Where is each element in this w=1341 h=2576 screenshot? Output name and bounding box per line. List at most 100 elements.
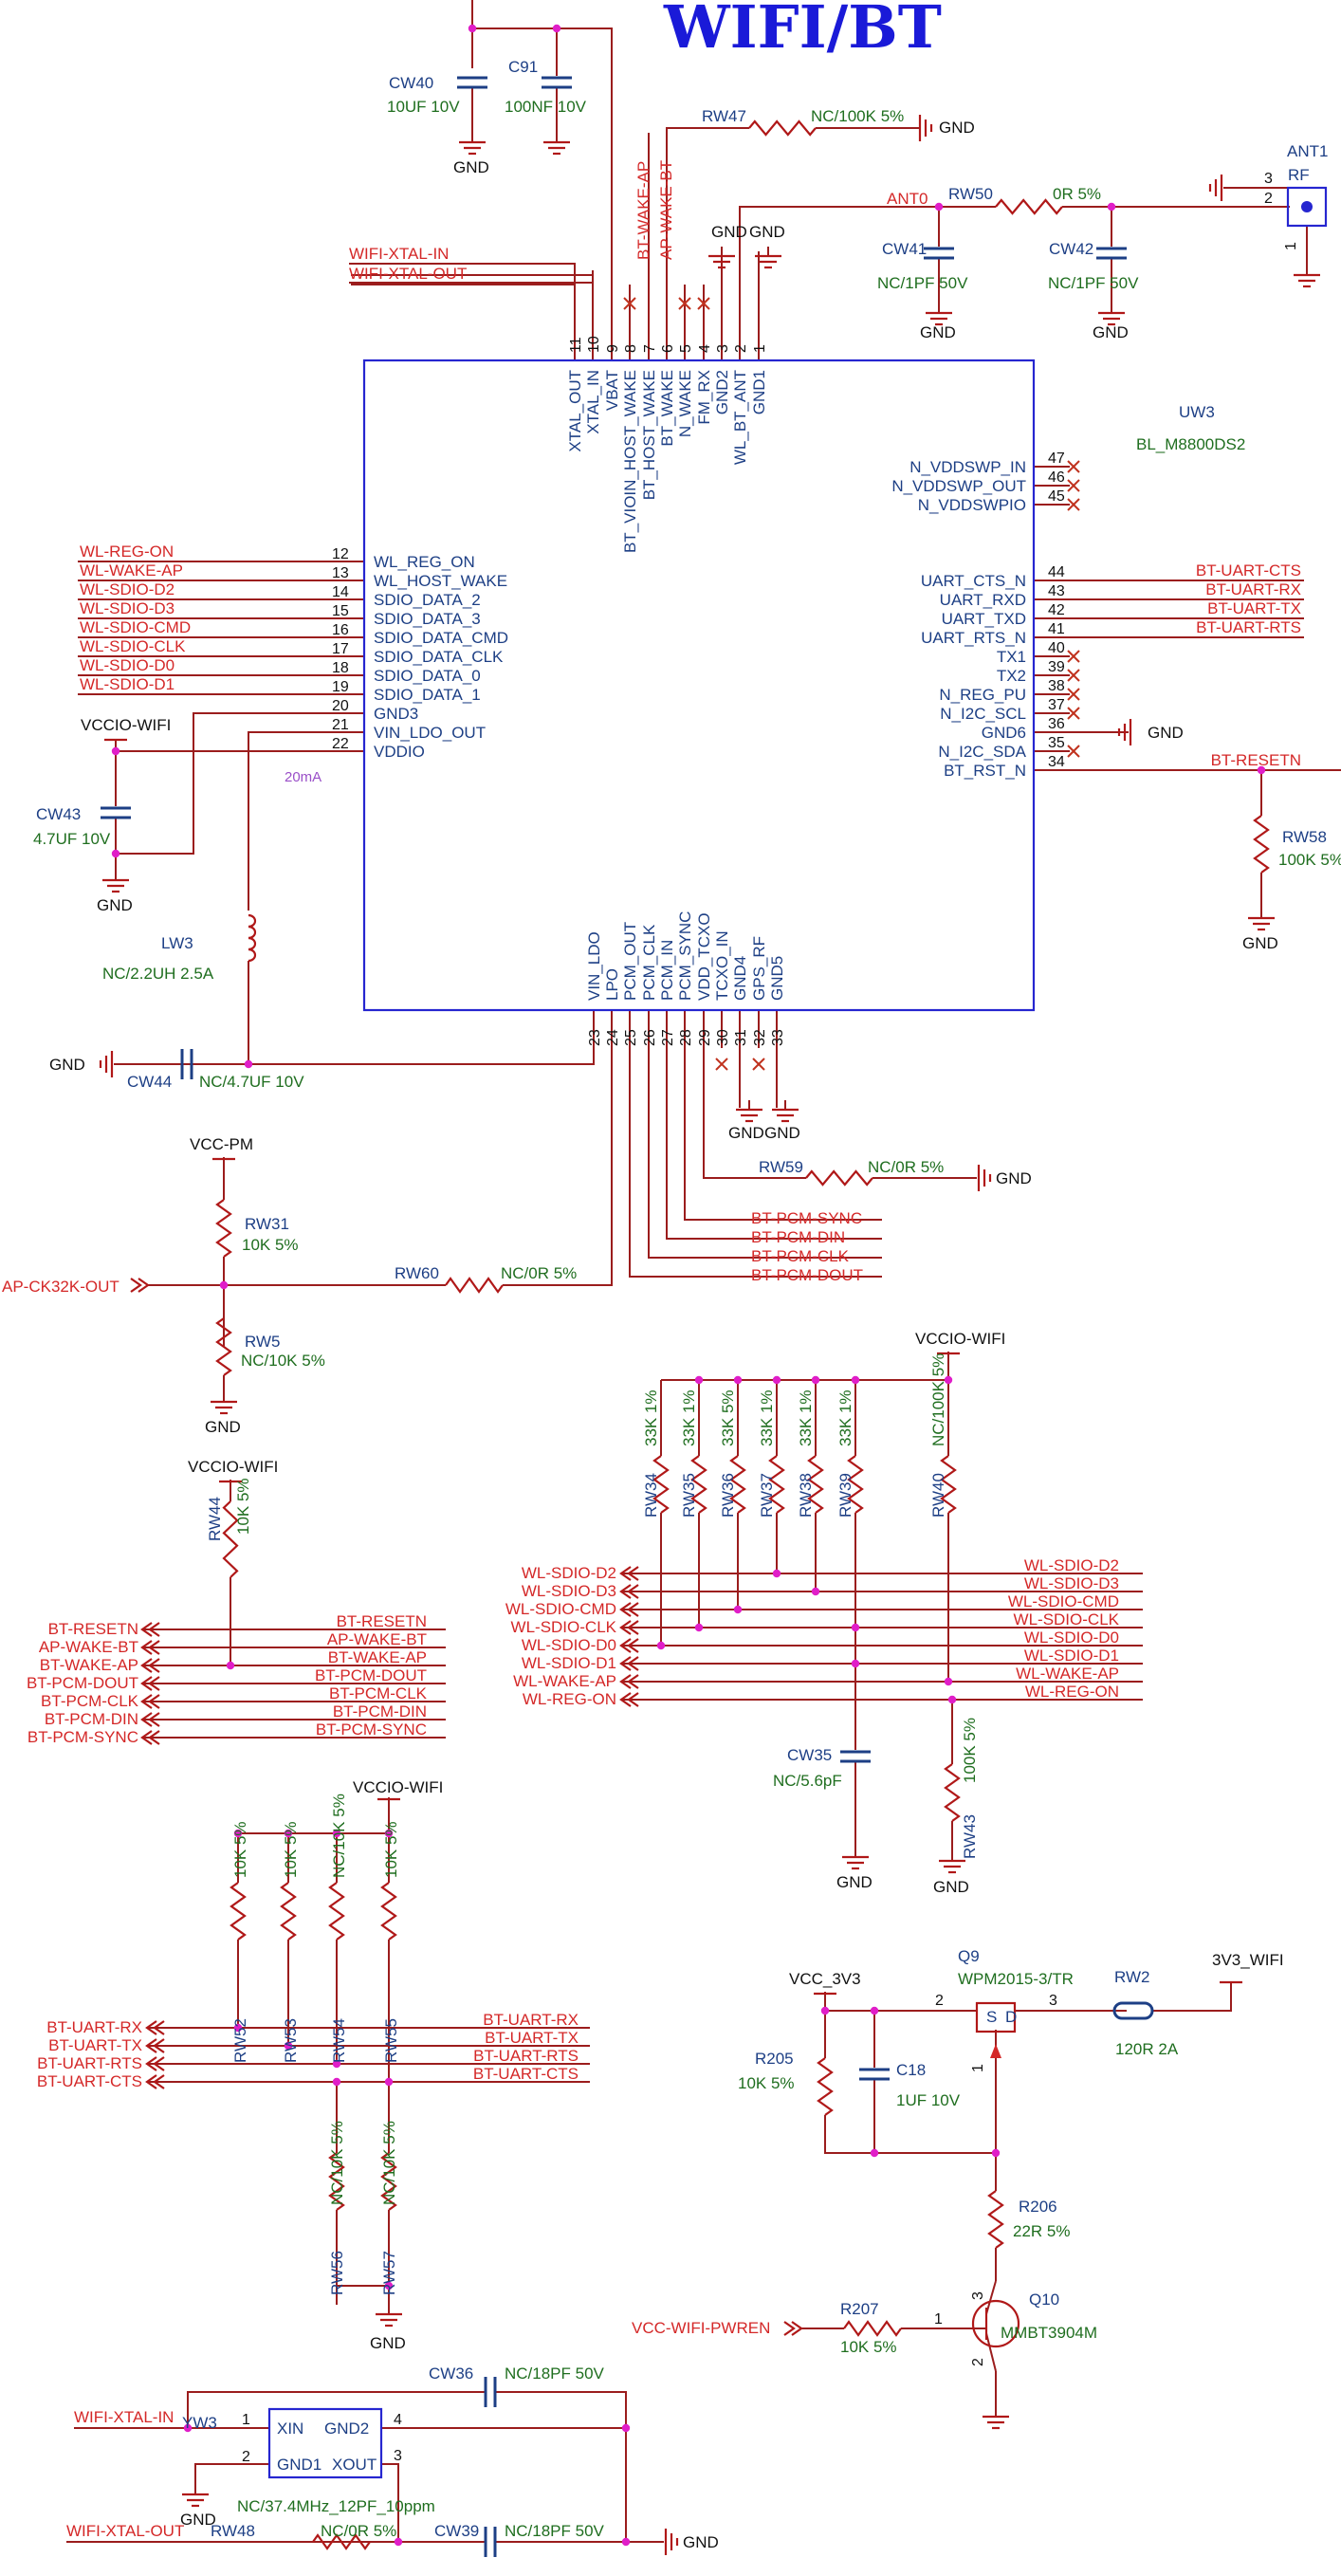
uw3-bottom-pin-num: 25 xyxy=(623,1029,639,1046)
port-wl-sdio-d3: WL-SDIO-D3 xyxy=(522,1582,616,1600)
junction-dot xyxy=(694,1623,704,1632)
uw3-right-pin-num: 38 xyxy=(1048,678,1065,694)
rw58-resistor xyxy=(1253,815,1270,874)
sheet-title: WIFI/BT xyxy=(663,0,942,62)
uw3-bottom-pin-name: PCM_OUT xyxy=(621,922,639,1001)
junction-dot xyxy=(733,1605,743,1614)
net-bt-pcm-clk: BT-PCM-CLK xyxy=(751,1247,850,1265)
q10-pin: 3 xyxy=(970,2291,986,2300)
port-arrow xyxy=(627,1566,639,1581)
net-wl-sdio-d3: WL-SDIO-D3 xyxy=(80,599,175,617)
yw3-ref: YW3 xyxy=(182,2414,217,2432)
uw3-bottom-pin-num: 28 xyxy=(678,1029,694,1046)
yw3-pin: 1 xyxy=(242,2412,250,2428)
yw3-pin: 2 xyxy=(242,2449,250,2465)
uw3-left-pin-name: WL_HOST_WAKE xyxy=(374,572,507,590)
uw3-left-pin-name: GND3 xyxy=(374,705,418,723)
net-ap-wake-bt: AP-WAKE-BT xyxy=(657,160,675,260)
port-arrow xyxy=(148,1640,160,1655)
uw3-right-pin-name: N_VDDSWPIO xyxy=(918,496,1026,514)
ant1-connector xyxy=(1286,186,1328,228)
uw3-bottom-pin-num: 31 xyxy=(733,1029,749,1046)
no-connect-mark xyxy=(1067,460,1080,473)
c91-value: 100NF 10V xyxy=(505,98,587,116)
net-wl-sdio-clk: WL-SDIO-CLK xyxy=(1014,1610,1120,1628)
uw3-top-pin-num: 1 xyxy=(752,344,768,353)
net-wl-wake-ap: WL-WAKE-AP xyxy=(1016,1665,1119,1683)
port-arrow xyxy=(627,1674,639,1689)
lw3-inductor xyxy=(248,925,257,940)
rw47-value: NC/100K 5% xyxy=(811,107,904,125)
wire-lpo xyxy=(503,1048,613,1286)
q10-value: MMBT3904M xyxy=(1001,2324,1097,2342)
port-arrow xyxy=(148,1676,160,1691)
q10-pin: 1 xyxy=(934,2311,943,2328)
rw56-ref: RW56 xyxy=(328,2251,346,2295)
no-connect-mark xyxy=(752,1058,765,1071)
port-bt-wake-ap: BT-WAKE-AP xyxy=(40,1656,138,1674)
no-connect-mark xyxy=(697,297,710,310)
port-arrow xyxy=(148,1622,160,1637)
wire-3v3-wifi xyxy=(1152,1982,1232,2012)
port-bt-uart-cts: BT-UART-CTS xyxy=(37,2072,142,2090)
ant1-center-icon xyxy=(1301,201,1313,212)
net-bt-pcm-clk: BT-PCM-CLK xyxy=(329,1684,428,1702)
port-bt-uart-rts: BT-UART-RTS xyxy=(37,2054,142,2072)
wire-r205-bottom xyxy=(824,2115,996,2154)
port-arrow xyxy=(153,2038,165,2053)
uw3-bottom-pin-num: 27 xyxy=(660,1029,676,1046)
no-connect-mark xyxy=(1067,669,1080,682)
uw3-top-pin-name: GND1 xyxy=(750,370,768,414)
cw43-ref: CW43 xyxy=(36,805,81,823)
uw3-top-pin-num: 9 xyxy=(605,344,621,353)
rw35-value: 33K 1% xyxy=(680,1389,698,1446)
rw55-value: 10K 5% xyxy=(382,1821,400,1878)
wire-q10-c xyxy=(985,2280,997,2315)
gnd-label: GND xyxy=(1242,934,1278,952)
junction-dot xyxy=(244,1059,253,1069)
uw3-top-pin-name: VBAT xyxy=(603,370,621,411)
port-arrow xyxy=(140,1622,153,1637)
rw38-resistor xyxy=(807,1455,824,1514)
cw40-ref: CW40 xyxy=(389,74,433,92)
wire-cw36-right xyxy=(495,2391,627,2542)
uw3-right-pin-num: 34 xyxy=(1048,754,1065,770)
text-layer: UW3BL_M8800DS211XTAL_OUT10XTAL_IN9VBAT8B… xyxy=(2,58,1341,2551)
rw34-ref: RW34 xyxy=(642,1473,660,1518)
net-bt-wake-ap: BT-WAKE-AP xyxy=(634,161,652,260)
uw3-bottom-pin-name: GND4 xyxy=(731,956,749,1001)
uw3-bottom-pin-name: GND5 xyxy=(768,956,786,1001)
port-wl-wake-ap: WL-WAKE-AP xyxy=(513,1672,616,1690)
junction-dot xyxy=(219,1280,229,1290)
components-layer xyxy=(99,76,1328,2557)
gnd-label: GND xyxy=(939,119,975,137)
uw3-left-pin-name: WL_REG_ON xyxy=(374,553,475,571)
junction-dot xyxy=(394,2537,403,2547)
uw3-right-pin-num: 36 xyxy=(1048,716,1065,732)
rw53-resistor xyxy=(280,1882,297,1941)
uw3-right-pin-name: UART_CTS_N xyxy=(921,572,1026,590)
cw35-value: NC/5.6pF xyxy=(773,1772,842,1790)
junction-dot xyxy=(811,1587,820,1596)
q9-pin: 1 xyxy=(970,2064,986,2072)
junction-dot xyxy=(944,1677,953,1686)
gnd-label: GND xyxy=(49,1056,85,1074)
port-arrow xyxy=(140,1640,153,1655)
junction-dot xyxy=(226,1661,235,1670)
uw3-right-pin-name: TX1 xyxy=(997,648,1026,666)
vccio-wifi-label: VCCIO-WIFI xyxy=(915,1330,1005,1348)
uw3-right-pin-num: 45 xyxy=(1048,488,1065,505)
rw36-value: 33K 5% xyxy=(719,1389,737,1446)
rw59-resistor xyxy=(805,1169,873,1187)
net-wl-sdio-cmd: WL-SDIO-CMD xyxy=(1008,1592,1119,1610)
uw3-ref: UW3 xyxy=(1179,403,1215,421)
no-connect-mark xyxy=(1067,650,1080,663)
rw40-ref: RW40 xyxy=(929,1473,947,1518)
net-bt-resetn: BT-RESETN xyxy=(337,1612,427,1630)
junction-dot xyxy=(384,2077,394,2087)
port-wl-sdio-clk: WL-SDIO-CLK xyxy=(511,1618,617,1636)
r207-value: 10K 5% xyxy=(840,2338,897,2356)
rw47-ref: RW47 xyxy=(702,107,746,125)
vcc-pm-label: VCC-PM xyxy=(190,1135,253,1153)
port-arrow xyxy=(619,1566,632,1581)
